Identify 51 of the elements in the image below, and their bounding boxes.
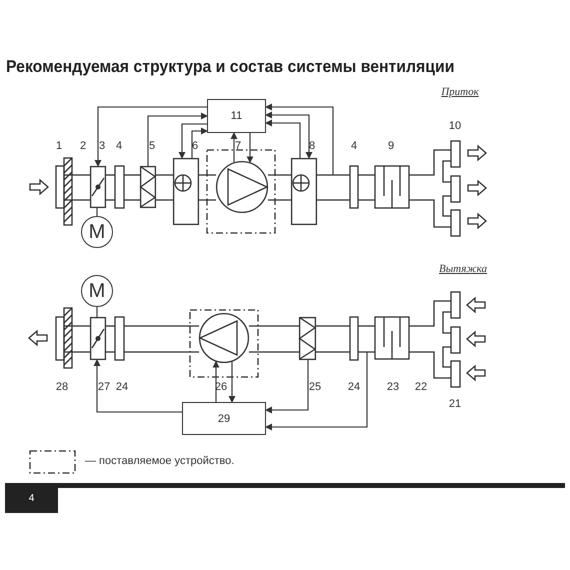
callout-number: 23 xyxy=(386,381,400,393)
callout-number: 22 xyxy=(414,381,428,393)
control-arrow xyxy=(265,360,309,414)
diagram-title: Рекомендуемая структура и состав системы вентиляции xyxy=(6,57,454,77)
legend-text: — поставляемое устройство. xyxy=(85,455,234,467)
callout-number: 2 xyxy=(80,140,86,152)
connector-line xyxy=(96,208,98,216)
control-arrow xyxy=(265,104,334,175)
controller-box: 29 xyxy=(182,402,266,435)
motor-symbol: M xyxy=(81,216,113,248)
section-label: Приток xyxy=(441,86,479,98)
callout-number: 24 xyxy=(116,381,128,393)
callout-number: 10 xyxy=(448,120,462,132)
callout-number: 4 xyxy=(116,140,122,152)
control-arrow xyxy=(212,360,220,402)
control-arrow xyxy=(265,352,368,430)
callout-number: 8 xyxy=(308,140,316,152)
callout-number: 5 xyxy=(148,140,156,152)
callout-number: 3 xyxy=(98,140,106,152)
coil-symbol xyxy=(291,158,317,225)
callout-number: 25 xyxy=(308,381,322,393)
fan-symbol xyxy=(216,161,268,213)
callout-number: 28 xyxy=(56,381,68,393)
callout-number: 21 xyxy=(448,398,462,410)
control-arrow xyxy=(147,112,208,166)
coil-symbol xyxy=(173,158,199,225)
damper-symbol xyxy=(90,317,106,360)
control-arrow xyxy=(94,359,182,413)
callout-number: 6 xyxy=(192,140,198,152)
controller-box: 11 xyxy=(207,99,266,133)
filter-symbol xyxy=(140,166,156,208)
control-arrow xyxy=(265,120,301,158)
callout-number: 7 xyxy=(234,140,242,152)
callout-number: 9 xyxy=(388,140,394,152)
callout-number: 1 xyxy=(56,140,62,152)
filter-symbol xyxy=(299,317,316,360)
control-arrow xyxy=(230,132,238,162)
control-arrow xyxy=(178,123,207,159)
callout-number: 27 xyxy=(98,381,110,393)
control-arrow xyxy=(265,112,312,159)
callout-number: 4 xyxy=(350,140,358,152)
motor-symbol: M xyxy=(81,275,113,307)
control-arrow xyxy=(191,128,208,158)
control-arrow xyxy=(94,106,207,167)
connector-line xyxy=(96,307,98,317)
section-label: Вытяжка xyxy=(439,263,487,275)
damper-symbol xyxy=(90,166,106,208)
control-arrow xyxy=(246,133,254,164)
callout-number: 24 xyxy=(348,381,360,393)
control-arrow xyxy=(228,362,236,403)
fan-symbol xyxy=(199,313,249,363)
